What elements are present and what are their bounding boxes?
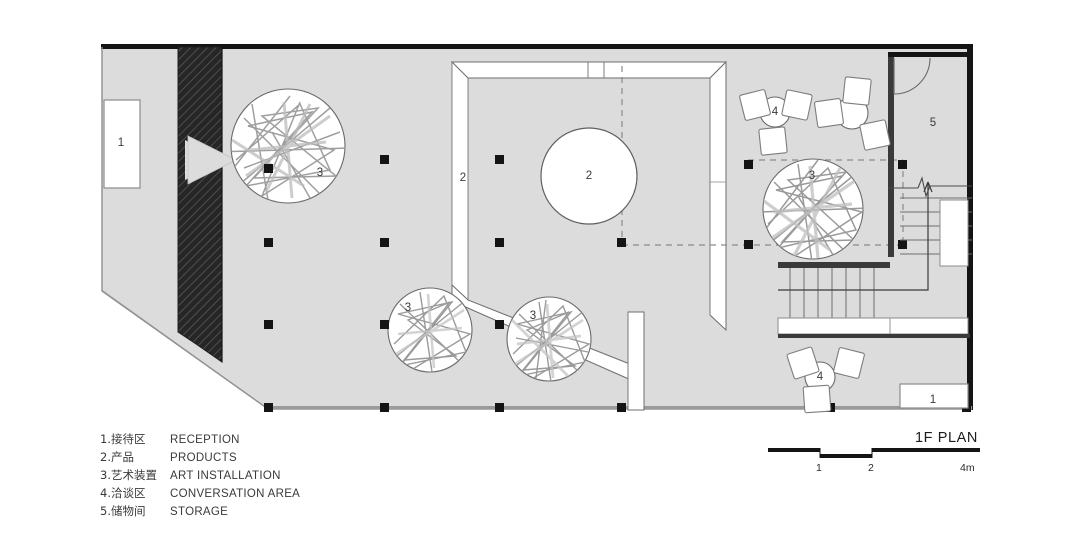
wall-notch <box>187 135 237 185</box>
legend-label-cn: 4.洽谈区 <box>100 486 146 500</box>
room-label-talk-s: 4 <box>817 371 824 383</box>
scale-tick-4m: 4m <box>960 462 975 474</box>
reception-counter-right <box>899 383 969 409</box>
scale-tick-2: 2 <box>868 462 874 474</box>
legend-label-cn: 3.艺术装置 <box>100 468 157 482</box>
legend-label-en: PRODUCTS <box>170 452 237 464</box>
room-label-reception-right: 1 <box>930 394 936 406</box>
art-installation-sc <box>506 296 592 382</box>
room-number-labels: 1 2 2 3 3 3 3 4 4 5 1 <box>118 106 936 406</box>
legend-label-en: CONVERSATION AREA <box>170 488 301 500</box>
page-title: 1F PLAN <box>914 430 978 446</box>
stair-break-line <box>888 176 972 198</box>
door-swing-icon <box>893 57 931 95</box>
legend-row: 3.艺术装置 ART INSTALLATION <box>100 466 300 484</box>
room-label-art-sc: 3 <box>530 310 536 322</box>
art-installation-nw <box>230 88 346 204</box>
room-label-talk-nw: 4 <box>772 106 779 118</box>
legend-row: 2.产品 PRODUCTS <box>100 448 300 466</box>
product-display-circle <box>540 127 638 225</box>
legend-label-cn: 5.储物间 <box>100 504 146 518</box>
room-label-art-sw: 3 <box>405 302 411 314</box>
room-label-products-west: 2 <box>460 172 466 184</box>
conversation-group-south <box>786 346 865 414</box>
staircase <box>777 176 972 338</box>
legend-row: 4.洽谈区 CONVERSATION AREA <box>100 484 300 502</box>
conversation-group-nw <box>739 89 813 156</box>
scale-bar-graphic <box>768 448 980 458</box>
conversation-group-ne <box>814 76 891 151</box>
hatched-wall <box>177 46 223 363</box>
art-installation-sw <box>387 287 473 373</box>
room-label-products-center: 2 <box>586 170 592 182</box>
legend-label-en: RECEPTION <box>170 434 240 446</box>
art-installation-ne <box>762 158 864 260</box>
legend-label-en: ART INSTALLATION <box>170 470 281 482</box>
room-label-reception-left: 1 <box>118 137 124 149</box>
legend-row: 1.接待区 RECEPTION <box>100 430 300 448</box>
scale-tick-1: 1 <box>816 462 822 474</box>
room-label-art-ne: 3 <box>809 170 815 182</box>
room-label-storage: 5 <box>930 117 936 129</box>
storage-room-walls <box>888 52 970 257</box>
reception-counter-left <box>103 99 141 189</box>
legend-label-en: STORAGE <box>170 506 229 518</box>
legend-row: 5.储物间 STORAGE <box>100 502 300 520</box>
legend-label-cn: 1.接待区 <box>100 432 146 446</box>
legend: 1.接待区 RECEPTION 2.产品 PRODUCTS 3.艺术装置 ART INST… <box>100 430 300 520</box>
legend-label-cn: 2.产品 <box>100 450 134 464</box>
room-label-art-nw: 3 <box>317 167 323 179</box>
scale-bar: 1 2 4m <box>768 448 980 482</box>
